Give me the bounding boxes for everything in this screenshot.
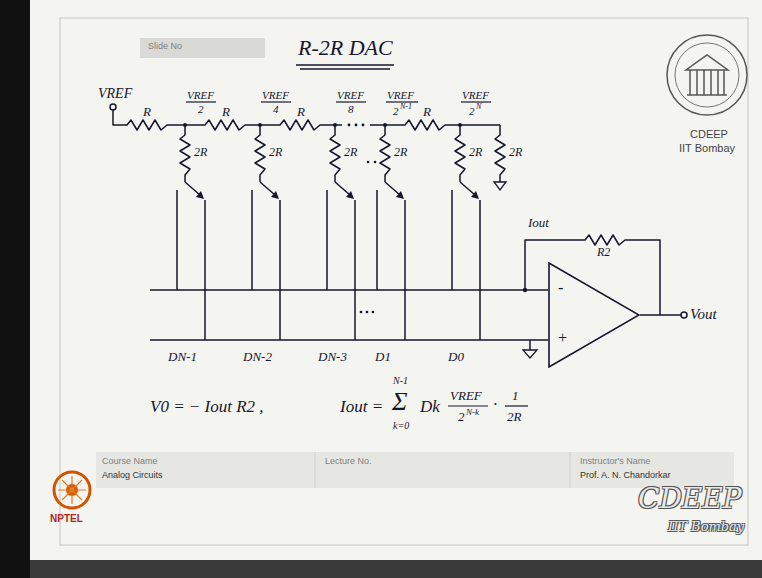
fraction-denominator: 2 (458, 410, 465, 424)
exponent: N-k (466, 408, 479, 418)
resistor-label: R (297, 105, 305, 119)
current-label: Iout (528, 216, 549, 230)
node-voltage-denominator: 8 (348, 103, 354, 115)
wires (110, 104, 687, 350)
resistor-label: R (143, 105, 151, 119)
bottom-border (30, 560, 762, 578)
resistor-label: R (222, 105, 230, 119)
equation: Iout = (340, 398, 383, 417)
node-voltage-denominator: 2 (393, 105, 399, 117)
sum-limit: k=0 (393, 420, 409, 431)
watermark: CDEEP (638, 484, 742, 515)
node-voltage-numerator: VREF (337, 89, 364, 101)
logo-text: CDEEP (690, 128, 728, 140)
title-underline (296, 65, 394, 69)
fraction-numerator: 1 (512, 389, 519, 403)
equation: V0 = − Iout R2 , (150, 398, 264, 417)
cdeep-logo (667, 35, 747, 115)
slide-number-box: Slide No (140, 38, 265, 58)
bit-label: D1 (375, 350, 391, 364)
node-voltage-denominator: 4 (273, 103, 279, 115)
logo-text: IIT Bombay (679, 142, 735, 154)
nptel-logo (54, 472, 90, 508)
node-text: + (557, 329, 568, 347)
bit-label: DN-2 (243, 350, 272, 364)
node-voltage-numerator: VREF (387, 89, 414, 101)
opamp-outline (548, 262, 640, 368)
fraction-bars (186, 102, 528, 406)
node-voltage-denominator: 2 (198, 103, 204, 115)
watermark: IIT Bombay (668, 520, 744, 534)
voltage-source-label: VREF (98, 86, 132, 101)
footer-band (96, 452, 734, 488)
resistor-label: 2R (469, 146, 482, 159)
node-text: - (558, 279, 563, 297)
paper (30, 0, 762, 560)
bit-label: DN-3 (318, 350, 347, 364)
footer-divider (315, 452, 316, 488)
footer-field: Instructor's Name (580, 457, 650, 467)
resistor-label: R2 (597, 246, 610, 259)
sum-limit: N-1 (393, 375, 408, 386)
node-voltage-denominator: 2 (469, 105, 475, 117)
left-border (0, 0, 30, 578)
bit-label: DN-1 (168, 350, 197, 364)
dots-and-heads (183, 123, 527, 313)
resistor-label: R (423, 105, 431, 119)
fraction-numerator: VREF (450, 389, 482, 403)
resistor-label: 2R (394, 146, 407, 159)
sum-sign: Σ (392, 388, 407, 417)
footer-field: Lecture No. (325, 457, 372, 467)
logo-text: NPTEL (50, 513, 83, 524)
resistor-label: 2R (509, 146, 522, 159)
resistor-label: 2R (344, 146, 357, 159)
equation: · (493, 396, 497, 415)
resistor-label: 2R (269, 146, 282, 159)
slide-title: R-2R DAC (298, 36, 393, 60)
exponent: N-1 (400, 103, 412, 112)
opamp-triangle: -+ (548, 262, 640, 368)
footer-divider (570, 452, 571, 488)
resistor-label: 2R (194, 146, 207, 159)
node-voltage-numerator: VREF (462, 89, 489, 101)
output-label: Vout (690, 306, 717, 323)
node-voltage-numerator: VREF (187, 89, 214, 101)
fraction-denominator: 2R (507, 410, 521, 424)
footer-value: Prof. A. N. Chandorkar (580, 471, 671, 481)
equation: Dk (420, 398, 440, 417)
ground-symbols (494, 182, 537, 358)
node-voltage-numerator: VREF (262, 89, 289, 101)
bit-label: D0 (448, 350, 464, 364)
slide-frame (60, 18, 748, 545)
footer-value: Analog Circuits (102, 471, 163, 481)
footer-field: Course Name (102, 457, 158, 467)
exponent: N (476, 103, 481, 112)
node-text: Slide No (148, 42, 182, 52)
